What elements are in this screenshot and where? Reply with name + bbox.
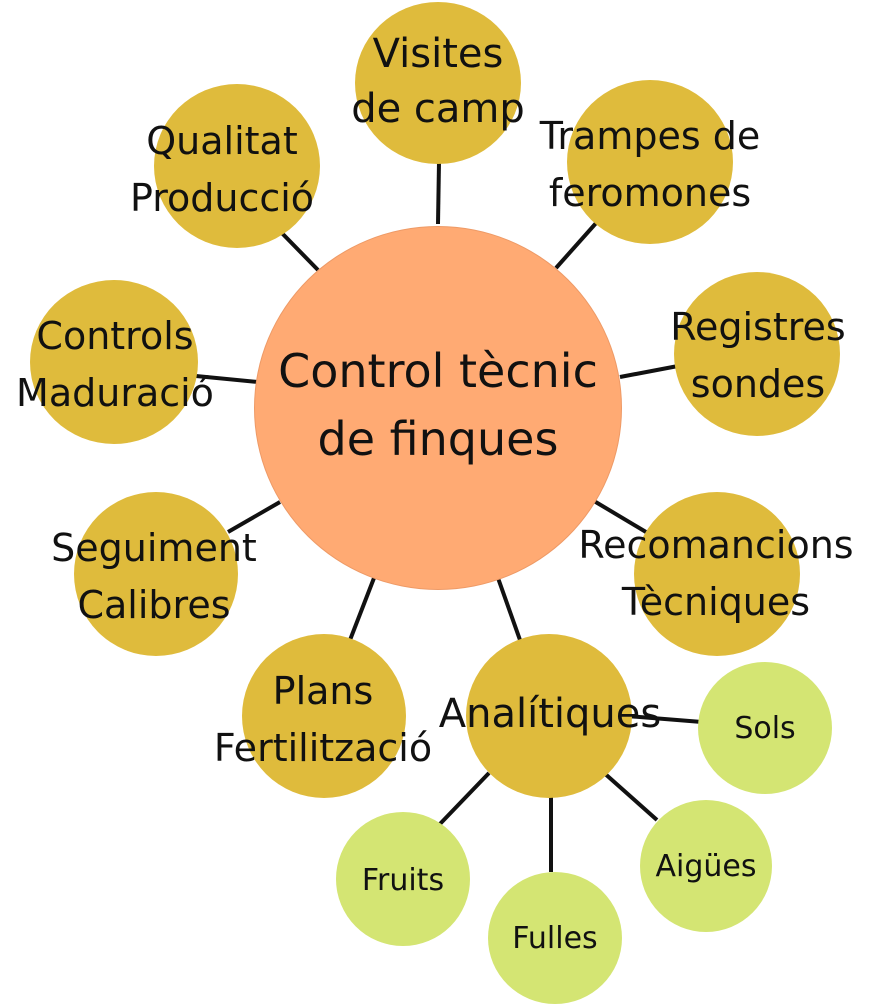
node-aigues — [640, 800, 772, 932]
node-registres-sondes — [674, 272, 840, 436]
connector-aigues — [601, 770, 659, 822]
connector-plans — [348, 577, 376, 641]
connector-seguiment — [227, 500, 281, 534]
node-plans-fertilitzacio — [242, 634, 406, 798]
node-trampes-de-feromones — [567, 80, 733, 244]
connector-trampes — [554, 220, 599, 270]
node-qualitat-produccio — [154, 84, 320, 248]
node-recomancions-tecniques — [634, 492, 800, 656]
node-fruits — [336, 812, 470, 946]
connector-analitiques — [496, 577, 522, 641]
node-controls-maduracio — [30, 280, 198, 444]
node-fulles — [488, 872, 622, 1004]
connector-recomancions — [592, 499, 648, 534]
node-visites-de-camp — [355, 2, 521, 164]
connector-controls — [195, 374, 259, 384]
node-sols — [698, 662, 832, 794]
connector-visites — [436, 161, 441, 225]
node-analitiques — [466, 634, 632, 798]
central-node — [254, 226, 622, 590]
connector-registres — [619, 364, 679, 379]
connector-fruits — [436, 771, 491, 828]
node-seguiment-calibres — [74, 492, 238, 656]
connector-sols — [626, 714, 703, 724]
